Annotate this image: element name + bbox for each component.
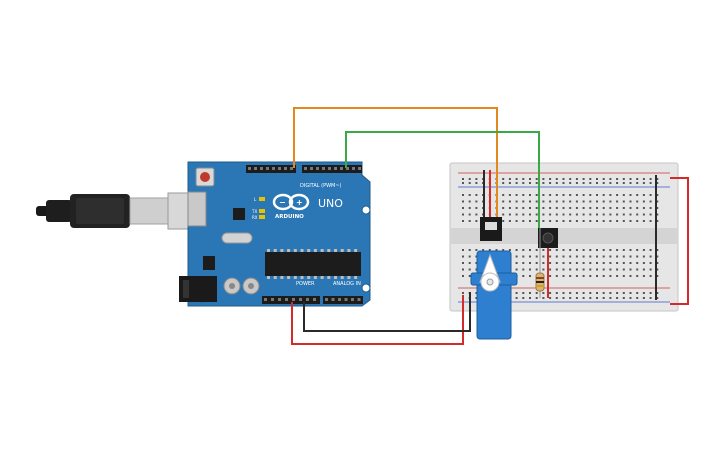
analog-header-label: ANALOG IN	[333, 281, 361, 287]
brand-label: ARDUINO	[275, 214, 304, 220]
svg-text:+: +	[296, 198, 303, 207]
usb-b-port-icon	[187, 191, 207, 227]
power-header[interactable]	[262, 296, 320, 304]
digital-header[interactable]	[246, 165, 362, 173]
digital-header-label: DIGITAL (PWM~)	[300, 183, 342, 189]
servo-motor[interactable]	[470, 217, 518, 340]
analog-header[interactable]	[323, 296, 363, 304]
tx-label: TX	[251, 209, 257, 214]
wire-green[interactable]	[345, 131, 540, 228]
resistor[interactable]	[535, 228, 545, 298]
push-button[interactable]	[538, 228, 558, 248]
voltage-regulator	[203, 256, 215, 270]
wire-red-power[interactable]	[291, 295, 464, 345]
button-cap-icon	[542, 232, 554, 244]
arduino-infinity-logo-icon: − +	[272, 193, 310, 211]
power-header-label: POWER	[296, 281, 315, 287]
model-label: UNO	[318, 197, 343, 210]
crystal	[221, 232, 253, 244]
dc-barrel-jack-icon	[179, 276, 217, 302]
usb-chip	[233, 208, 245, 220]
arduino-uno-board[interactable]: DIGITAL (PWM~) − + ARDUINO UNO TX RX L	[179, 161, 371, 307]
svg-text:−: −	[279, 198, 286, 207]
wire-orange[interactable]	[293, 107, 498, 235]
usb-cable[interactable]	[36, 192, 205, 230]
l-label: L	[254, 197, 257, 202]
rx-led-icon	[259, 215, 265, 219]
l-led-icon	[259, 197, 265, 201]
reset-button-icon[interactable]	[195, 167, 215, 187]
wire-red-rail[interactable]	[670, 177, 689, 305]
tx-led-icon	[259, 209, 265, 213]
rx-label: RX	[252, 215, 258, 220]
wire-black-gnd[interactable]	[303, 292, 471, 332]
atmega-chip	[265, 249, 361, 279]
